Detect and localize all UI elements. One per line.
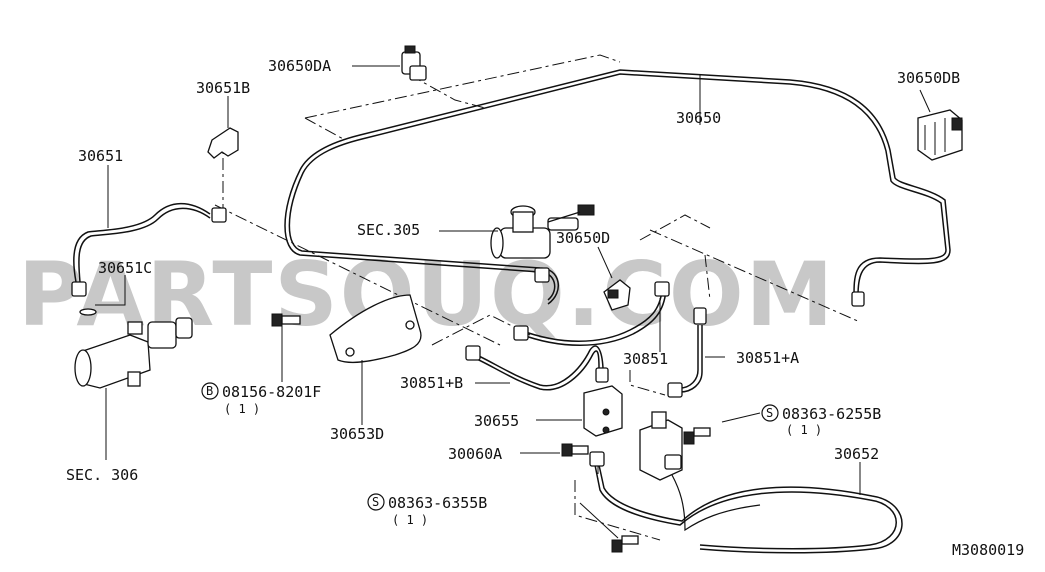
slave-cylinder bbox=[74, 317, 193, 389]
bracket-30650d bbox=[603, 279, 631, 311]
label-screw-6355b: 08363-6355B bbox=[388, 494, 487, 512]
master-cylinder bbox=[490, 204, 595, 259]
heat-shield-30653d bbox=[329, 294, 422, 364]
label-30652: 30652 bbox=[834, 445, 879, 463]
label-bolt-08156: 08156-8201F bbox=[222, 383, 321, 401]
circle-s-icon-2 bbox=[367, 493, 385, 511]
label-30851b: 30851+B bbox=[400, 374, 463, 392]
bolt-08156 bbox=[271, 313, 301, 327]
label-screw-6355b-qty: ( 1 ) bbox=[392, 513, 428, 527]
label-30651: 30651 bbox=[78, 147, 123, 165]
circle-b-icon bbox=[201, 382, 219, 400]
label-circle-s-2: S bbox=[372, 495, 379, 509]
pipe-30651 bbox=[73, 202, 211, 283]
label-screw-6255b: 08363-6255B bbox=[782, 405, 881, 423]
label-30651c: 30651C bbox=[98, 259, 152, 277]
label-30851: 30851 bbox=[623, 350, 668, 368]
label-30650da: 30650DA bbox=[268, 57, 331, 75]
block-30655 bbox=[583, 385, 623, 437]
valve-30652 bbox=[639, 411, 683, 481]
screw-08363-6255b bbox=[683, 427, 711, 445]
figure-code: M3080019 bbox=[952, 541, 1024, 559]
label-30651b: 30651B bbox=[196, 79, 250, 97]
pipe-30851b bbox=[469, 345, 604, 391]
pipe-fittings bbox=[71, 207, 865, 467]
label-30060a: 30060A bbox=[448, 445, 502, 463]
pipe-30851 bbox=[519, 289, 667, 346]
clip-30650db bbox=[917, 109, 963, 161]
label-circle-b: B bbox=[206, 384, 213, 398]
label-sec306: SEC. 306 bbox=[66, 466, 138, 484]
clip-30650da bbox=[401, 45, 427, 81]
label-30655: 30655 bbox=[474, 412, 519, 430]
label-30650: 30650 bbox=[676, 109, 721, 127]
label-30653d: 30653D bbox=[330, 425, 384, 443]
bolt-30060a bbox=[561, 443, 589, 457]
screw-08363-6355b bbox=[611, 535, 639, 553]
label-30650d: 30650D bbox=[556, 229, 610, 247]
label-circle-s-1: S bbox=[766, 406, 773, 420]
label-30650db: 30650DB bbox=[897, 69, 960, 87]
pipe-30652 bbox=[594, 464, 903, 554]
label-bolt-08156-qty: ( 1 ) bbox=[224, 402, 260, 416]
pipe-30650 bbox=[284, 69, 951, 305]
circle-s-icon bbox=[761, 404, 779, 422]
pipe-30851a bbox=[679, 325, 703, 393]
part-labels: 30650DA 30650DB 30650 30651B 30651 30651… bbox=[66, 57, 1024, 559]
label-screw-6255b-qty: ( 1 ) bbox=[786, 423, 822, 437]
bracket-30651b bbox=[207, 127, 239, 159]
label-sec305: SEC.305 bbox=[357, 221, 420, 239]
label-30851a: 30851+A bbox=[736, 349, 799, 367]
leader-lines bbox=[95, 65, 931, 539]
